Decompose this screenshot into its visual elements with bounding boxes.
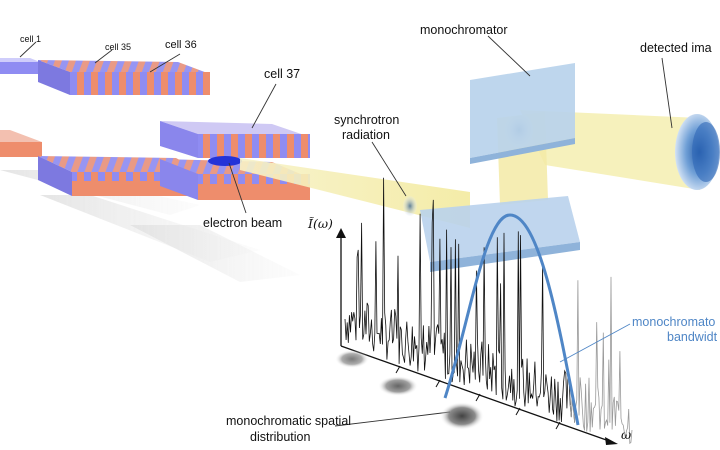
label-cell-36: cell 36: [165, 39, 197, 51]
plot-axes: [336, 228, 618, 445]
beam-spot: [403, 196, 417, 216]
label-cell-37: cell 37: [264, 67, 301, 81]
magnet-cell-35-36: [38, 60, 210, 95]
magnet-lower-left: [0, 130, 42, 157]
magnet-cell-1: [0, 58, 40, 74]
bandwidth-leader: [559, 323, 631, 363]
label-y-axis: Ĩ(ω): [308, 216, 333, 231]
label-x-axis: ω: [621, 427, 632, 442]
label-monochromator: monochromator: [420, 23, 508, 37]
label-cell-1: cell 1: [20, 34, 42, 44]
label-radiation: radiation: [342, 128, 390, 142]
leader-lines: [19, 35, 673, 427]
monochromator-plate-lower: [420, 196, 580, 272]
detector: [675, 114, 720, 190]
label-detected-image: detected ima: [640, 41, 712, 55]
monochromator-plate-upper: [470, 63, 575, 164]
spatial-distribution-blobs: [335, 350, 484, 430]
electron-beam-spot: [208, 156, 242, 166]
bandwidth-curve: [443, 213, 580, 426]
magnet-cell-37-upper: [160, 121, 310, 158]
label-spatial-distribution-1: monochromatic spatial: [226, 414, 352, 428]
label-monochromator-bandwidth-1: monochromato: [632, 315, 716, 329]
label-synchrotron: synchrotron: [334, 113, 400, 127]
spectrum-line: [569, 276, 633, 445]
spectrum-line: [344, 177, 575, 423]
label-monochromator-bandwidth-2: bandwidt: [667, 330, 718, 344]
label-electron-beam: electron beam: [203, 216, 283, 230]
spectrum-trace: [344, 177, 633, 445]
axis-ticks: [395, 365, 561, 430]
label-spatial-distribution-2: distribution: [250, 430, 311, 444]
label-cell-35: cell 35: [105, 42, 132, 52]
